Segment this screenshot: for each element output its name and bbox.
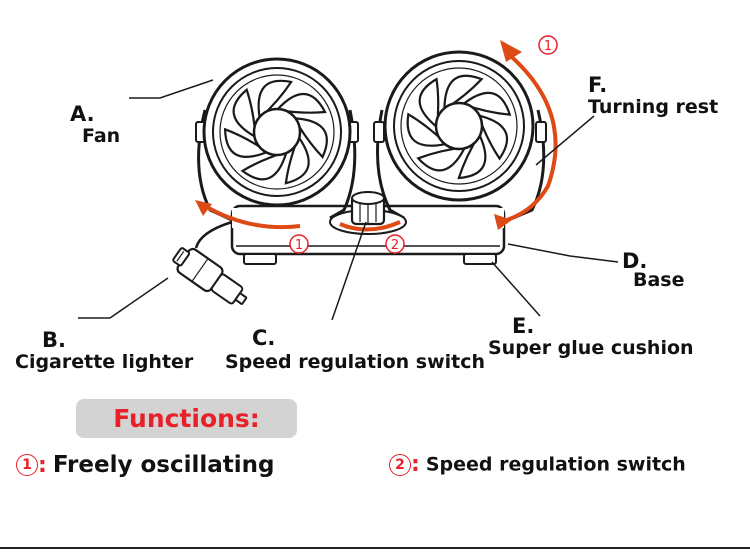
callout-1-top: 1 bbox=[538, 35, 558, 55]
fan-right bbox=[373, 50, 547, 224]
label-c-name: Speed regulation switch bbox=[225, 351, 486, 373]
arrow-heads bbox=[195, 40, 522, 230]
function-text-1: Freely oscillating bbox=[52, 452, 275, 478]
label-c-letter: C. bbox=[252, 326, 276, 350]
label-e-letter: E. bbox=[512, 314, 535, 338]
functions-banner: Functions: bbox=[76, 399, 297, 438]
label-a-letter: A. bbox=[70, 102, 95, 126]
label-e-name: Super glue cushion bbox=[488, 337, 694, 359]
label-b-letter: B. bbox=[42, 328, 66, 352]
label-d-letter: D. bbox=[622, 249, 648, 273]
callout-1-left: 1 bbox=[289, 234, 309, 254]
callout-2-switch: 2 bbox=[385, 234, 405, 254]
fan-left bbox=[195, 57, 359, 222]
bottom-border bbox=[0, 547, 750, 549]
function-text-2: Speed regulation switch bbox=[425, 453, 686, 476]
svg-text:1: 1 bbox=[544, 39, 552, 54]
function-item-2: 2:Speed regulation switch bbox=[389, 452, 686, 477]
glue-cushion bbox=[243, 253, 497, 265]
label-f-name: Turning rest bbox=[588, 96, 719, 118]
function-number-1: 1 bbox=[16, 454, 38, 476]
label-f-letter: F. bbox=[588, 73, 608, 97]
function-item-1: 1:Freely oscillating bbox=[16, 452, 275, 478]
leader-lines bbox=[78, 79, 619, 321]
label-d-name: Base bbox=[633, 269, 685, 291]
functions-title: Functions: bbox=[113, 404, 260, 433]
svg-text:2: 2 bbox=[391, 238, 399, 253]
svg-text:1: 1 bbox=[295, 238, 303, 253]
function-number-2: 2 bbox=[389, 453, 411, 476]
label-b-name: Cigarette lighter bbox=[15, 351, 194, 373]
cigarette-lighter-plug bbox=[172, 220, 248, 305]
oscillation-arrows bbox=[203, 50, 558, 232]
label-a-name: Fan bbox=[82, 125, 121, 147]
